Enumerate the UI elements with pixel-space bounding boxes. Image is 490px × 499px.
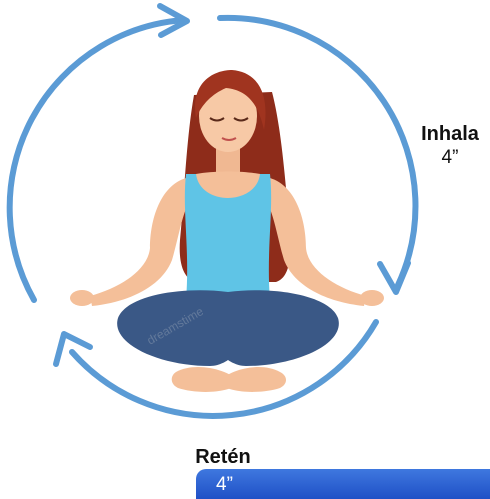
inhale-label: Inhala — [412, 124, 488, 144]
right-arm — [266, 178, 366, 306]
crossed-legs — [117, 290, 339, 366]
right-hand — [360, 290, 384, 306]
hold-duration: 4” — [216, 474, 233, 496]
left-hand — [70, 290, 94, 306]
inhale-duration: 4” — [412, 148, 488, 167]
left-arm — [90, 178, 190, 306]
hold-label: Retén — [178, 447, 268, 467]
arrow-top-right-head — [380, 263, 408, 292]
arrow-bottom-right-head — [56, 334, 90, 364]
meditating-woman-illustration — [70, 70, 384, 392]
right-foot — [218, 367, 286, 392]
